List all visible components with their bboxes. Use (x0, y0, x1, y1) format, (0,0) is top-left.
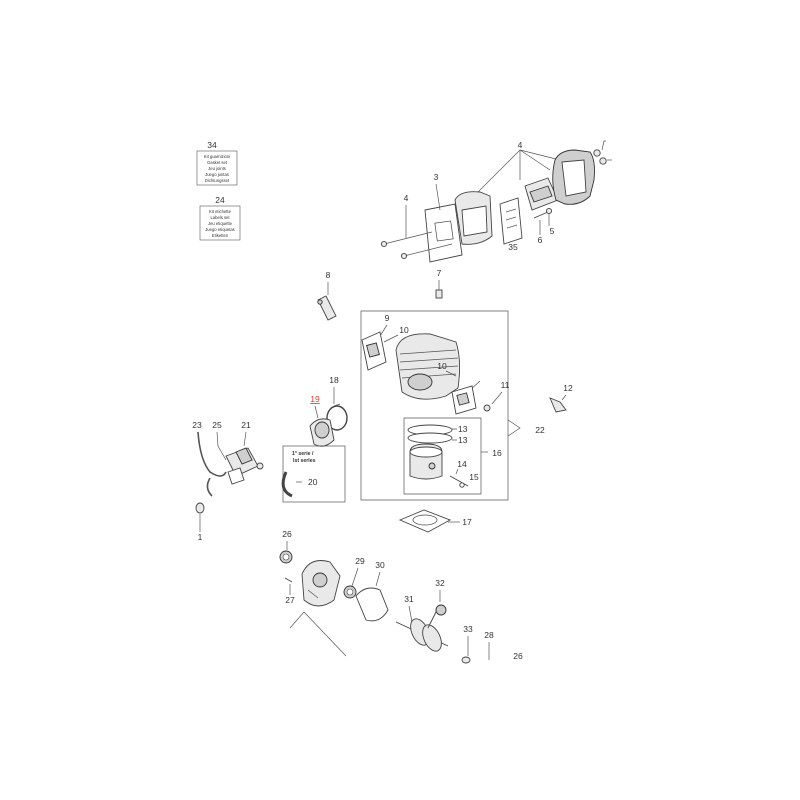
callout-9: 9 (385, 313, 390, 323)
filter-screw[interactable] (533, 207, 553, 219)
crank-seal-left[interactable] (279, 550, 293, 564)
kit-gasket-number: 34 (207, 140, 217, 150)
callout-16: 16 (492, 448, 502, 458)
kit-labels-number: 24 (215, 195, 225, 205)
callout-22: 22 (535, 425, 545, 435)
callout-25: 25 (212, 420, 222, 430)
series-note-line1: 1° serie / (292, 451, 314, 457)
callout-3: 3 (434, 172, 439, 182)
crankcase-half[interactable] (301, 560, 341, 607)
crank-seal-right[interactable] (343, 585, 357, 599)
callout-12: 12 (563, 383, 573, 393)
callout-18: 18 (329, 375, 339, 385)
piston-rings[interactable] (407, 424, 453, 444)
filter-support[interactable] (524, 177, 559, 211)
callout-13-lower: 13 (458, 435, 468, 445)
intake-clamp[interactable] (326, 403, 348, 431)
callout-5: 5 (550, 226, 555, 236)
callout-26-right: 26 (513, 651, 523, 661)
callout-14: 14 (457, 459, 467, 469)
callout-8: 8 (326, 270, 331, 280)
decompression-valve[interactable] (549, 397, 567, 413)
callout-33: 33 (463, 624, 473, 634)
kit-labels-set[interactable]: 24 Kit etichette Labels set Jeu etiquett… (199, 195, 241, 241)
callout-32: 32 (435, 578, 445, 588)
fuel-filter[interactable] (195, 502, 205, 514)
cover-nuts[interactable] (593, 149, 607, 165)
callout-23: 23 (192, 420, 202, 430)
piston[interactable] (409, 443, 443, 480)
needle-bearing[interactable] (435, 604, 447, 616)
stud-27[interactable] (284, 577, 293, 583)
crankshaft[interactable] (395, 607, 449, 654)
kit-labels-line: Kit etichette (209, 209, 232, 214)
filter-base-gasket[interactable] (424, 203, 463, 263)
intake-gasket[interactable] (451, 385, 477, 415)
piston-group-frame (403, 417, 488, 495)
kit-labels-line: Jeu etiquette (208, 221, 233, 226)
exhaust-gasket[interactable] (361, 331, 387, 371)
callout-13-upper: 13 (458, 424, 468, 434)
long-bolts[interactable] (380, 231, 453, 260)
cylinder[interactable] (395, 333, 461, 400)
kit-gasket-set[interactable]: 34 Kit guarnizioni Gasket set Jeu joints… (196, 140, 238, 186)
callout-30: 30 (375, 560, 385, 570)
callout-35: 35 (508, 242, 518, 252)
kit-labels-line: Etiketten (212, 233, 229, 238)
kit-gasket-line: Dichtungsset (205, 178, 230, 183)
spark-plug[interactable] (317, 295, 337, 321)
callout-4-bolts: 4 (404, 193, 409, 203)
callout-10-right: 10 (437, 361, 447, 371)
callout-17: 17 (462, 517, 472, 527)
cylinder-bolt[interactable] (435, 280, 443, 299)
piston-pin[interactable] (449, 475, 469, 487)
callout-10-left: 10 (399, 325, 409, 335)
callout-27: 27 (285, 595, 295, 605)
filter-cover[interactable] (552, 149, 595, 205)
impulse-hose[interactable] (281, 471, 293, 498)
cylinder-group-frame (360, 310, 521, 501)
intake-manifold[interactable] (309, 418, 335, 447)
callout-7: 7 (437, 268, 442, 278)
filter-element[interactable] (499, 197, 523, 245)
piston-clip[interactable] (459, 482, 465, 488)
callout-31: 31 (404, 594, 414, 604)
crankcase-gasket[interactable] (355, 587, 389, 622)
intake-screw[interactable] (483, 404, 491, 412)
callout-20: 20 (308, 477, 318, 487)
kit-gasket-line: Juego juntas (205, 172, 229, 177)
kit-labels-line: Juego etiquetas (205, 227, 235, 232)
kit-gasket-line: Gasket set (207, 160, 228, 165)
callout-6: 6 (538, 235, 543, 245)
callout-21: 21 (241, 420, 251, 430)
cylinder-base-gasket[interactable] (398, 509, 452, 533)
fuel-lines[interactable] (197, 431, 227, 497)
kit-gasket-line: Kit guarnizioni (204, 154, 230, 159)
kit-labels-line: Labels set (210, 215, 230, 220)
series-note-line2: Ist series (293, 458, 316, 464)
callout-26-left: 26 (282, 529, 292, 539)
callout-29: 29 (355, 556, 365, 566)
callout-11: 11 (501, 380, 510, 390)
callout-1: 1 (198, 532, 203, 542)
callout-15: 15 (469, 472, 479, 482)
callout-4-top: 4 (518, 140, 523, 150)
callout-28: 28 (484, 630, 494, 640)
washer-33[interactable] (461, 656, 471, 664)
first-series-box: 1° serie / Ist series (282, 445, 346, 503)
kit-gasket-line: Jeu joints (208, 166, 226, 171)
filter-housing[interactable] (454, 191, 493, 245)
carburetor[interactable] (225, 447, 264, 485)
callout-19-highlighted[interactable]: 19 (310, 394, 320, 404)
